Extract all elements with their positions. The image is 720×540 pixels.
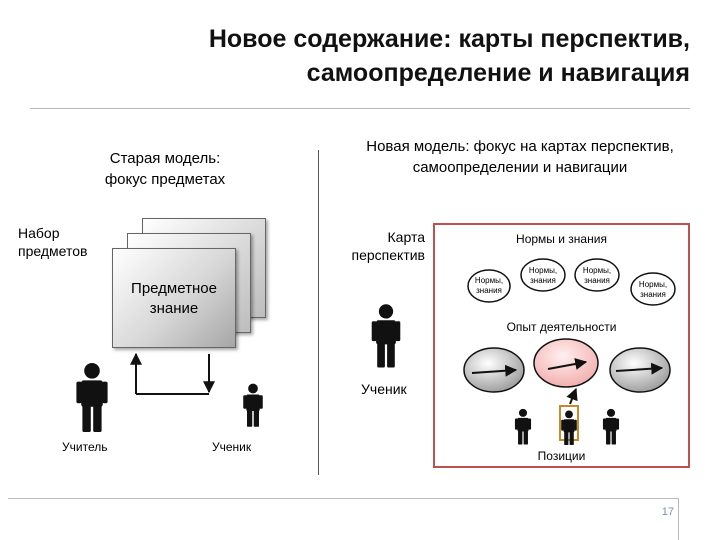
activity-arrow-right	[615, 362, 664, 375]
page-number: 17	[661, 506, 674, 518]
activity-ellipse-center	[533, 338, 599, 388]
new-model-heading-line-1: Новая модель: фокус на картах перспектив…	[366, 138, 674, 155]
norms-label-3: Нормы, знания	[576, 266, 618, 286]
norms-ellipse-3	[574, 258, 620, 292]
activity-experience-label: Опыт деятельности	[506, 320, 617, 334]
subject-set-label: Набор предметов	[18, 224, 87, 260]
norms-ellipse-4	[630, 272, 676, 306]
activity-ellipse-left	[463, 347, 525, 393]
position-to-activity-arrow	[566, 387, 578, 405]
page-title: Новое содержание: карты перспектив, само…	[50, 22, 690, 90]
norms-label-3-line-2: знания	[584, 276, 610, 285]
norms-label-2-line-2: знания	[530, 276, 556, 285]
subject-knowledge-line-2: знание	[149, 300, 199, 317]
old-model-heading-line-1: Старая модель:	[109, 150, 221, 167]
perspective-map-line-2: перспектив	[351, 247, 425, 263]
norms-label-1: Нормы, знания	[468, 276, 510, 296]
new-model-heading: Новая модель: фокус на картах перспектив…	[325, 136, 715, 178]
norms-label-1-line-1: Нормы,	[474, 276, 504, 285]
footer-divider	[8, 498, 678, 499]
position-figure-3	[602, 408, 620, 445]
subject-card-front: Предметное знание	[112, 248, 236, 348]
norms-ellipse-1	[467, 269, 511, 303]
position-figure-1	[514, 408, 532, 445]
perspective-map-frame	[433, 223, 690, 468]
norms-label-1-line-2: знания	[476, 286, 502, 295]
subject-set-label-line-2: предметов	[18, 243, 88, 259]
teacher-label: Учитель	[62, 440, 108, 454]
old-model-heading-line-2: фокус предметах	[104, 171, 226, 188]
footer-vertical-divider	[678, 498, 679, 540]
norms-label-2-line-1: Нормы,	[528, 266, 558, 275]
subject-set-label-line-1: Набор	[18, 225, 60, 241]
positions-label: Позиции	[537, 449, 586, 463]
old-model-heading: Старая модель: фокус предметах	[60, 148, 270, 190]
norms-label-3-line-1: Нормы,	[582, 266, 612, 275]
new-model-heading-line-2: самоопределении и навигации	[412, 159, 628, 176]
column-divider	[318, 150, 319, 475]
perspective-map-line-1: Карта	[387, 229, 425, 245]
student-label-right: Ученик	[361, 381, 407, 397]
activity-arrow-center	[547, 358, 588, 370]
norms-ellipse-2	[520, 258, 566, 292]
norms-label-4-line-2: знания	[640, 290, 666, 299]
student-label-left: Ученик	[212, 440, 252, 454]
title-line-1: Новое содержание: карты перспектив,	[208, 25, 690, 53]
teacher-figure	[76, 363, 108, 432]
norms-label-2: Нормы, знания	[522, 266, 564, 286]
title-line-2: самоопределение и навигация	[306, 59, 690, 87]
subject-knowledge-label: Предметное знание	[113, 279, 235, 319]
activity-arrow-left	[471, 364, 518, 377]
perspective-map-label: Карта перспектив	[330, 228, 425, 264]
subject-knowledge-line-1: Предметное	[131, 280, 217, 297]
norms-label-4-line-1: Нормы,	[638, 280, 668, 289]
student-figure-left	[243, 383, 263, 427]
student-figure-right	[371, 304, 401, 368]
title-divider	[30, 108, 690, 109]
norms-label-4: Нормы, знания	[632, 280, 674, 300]
norms-knowledge-title: Нормы и знания	[516, 232, 607, 246]
